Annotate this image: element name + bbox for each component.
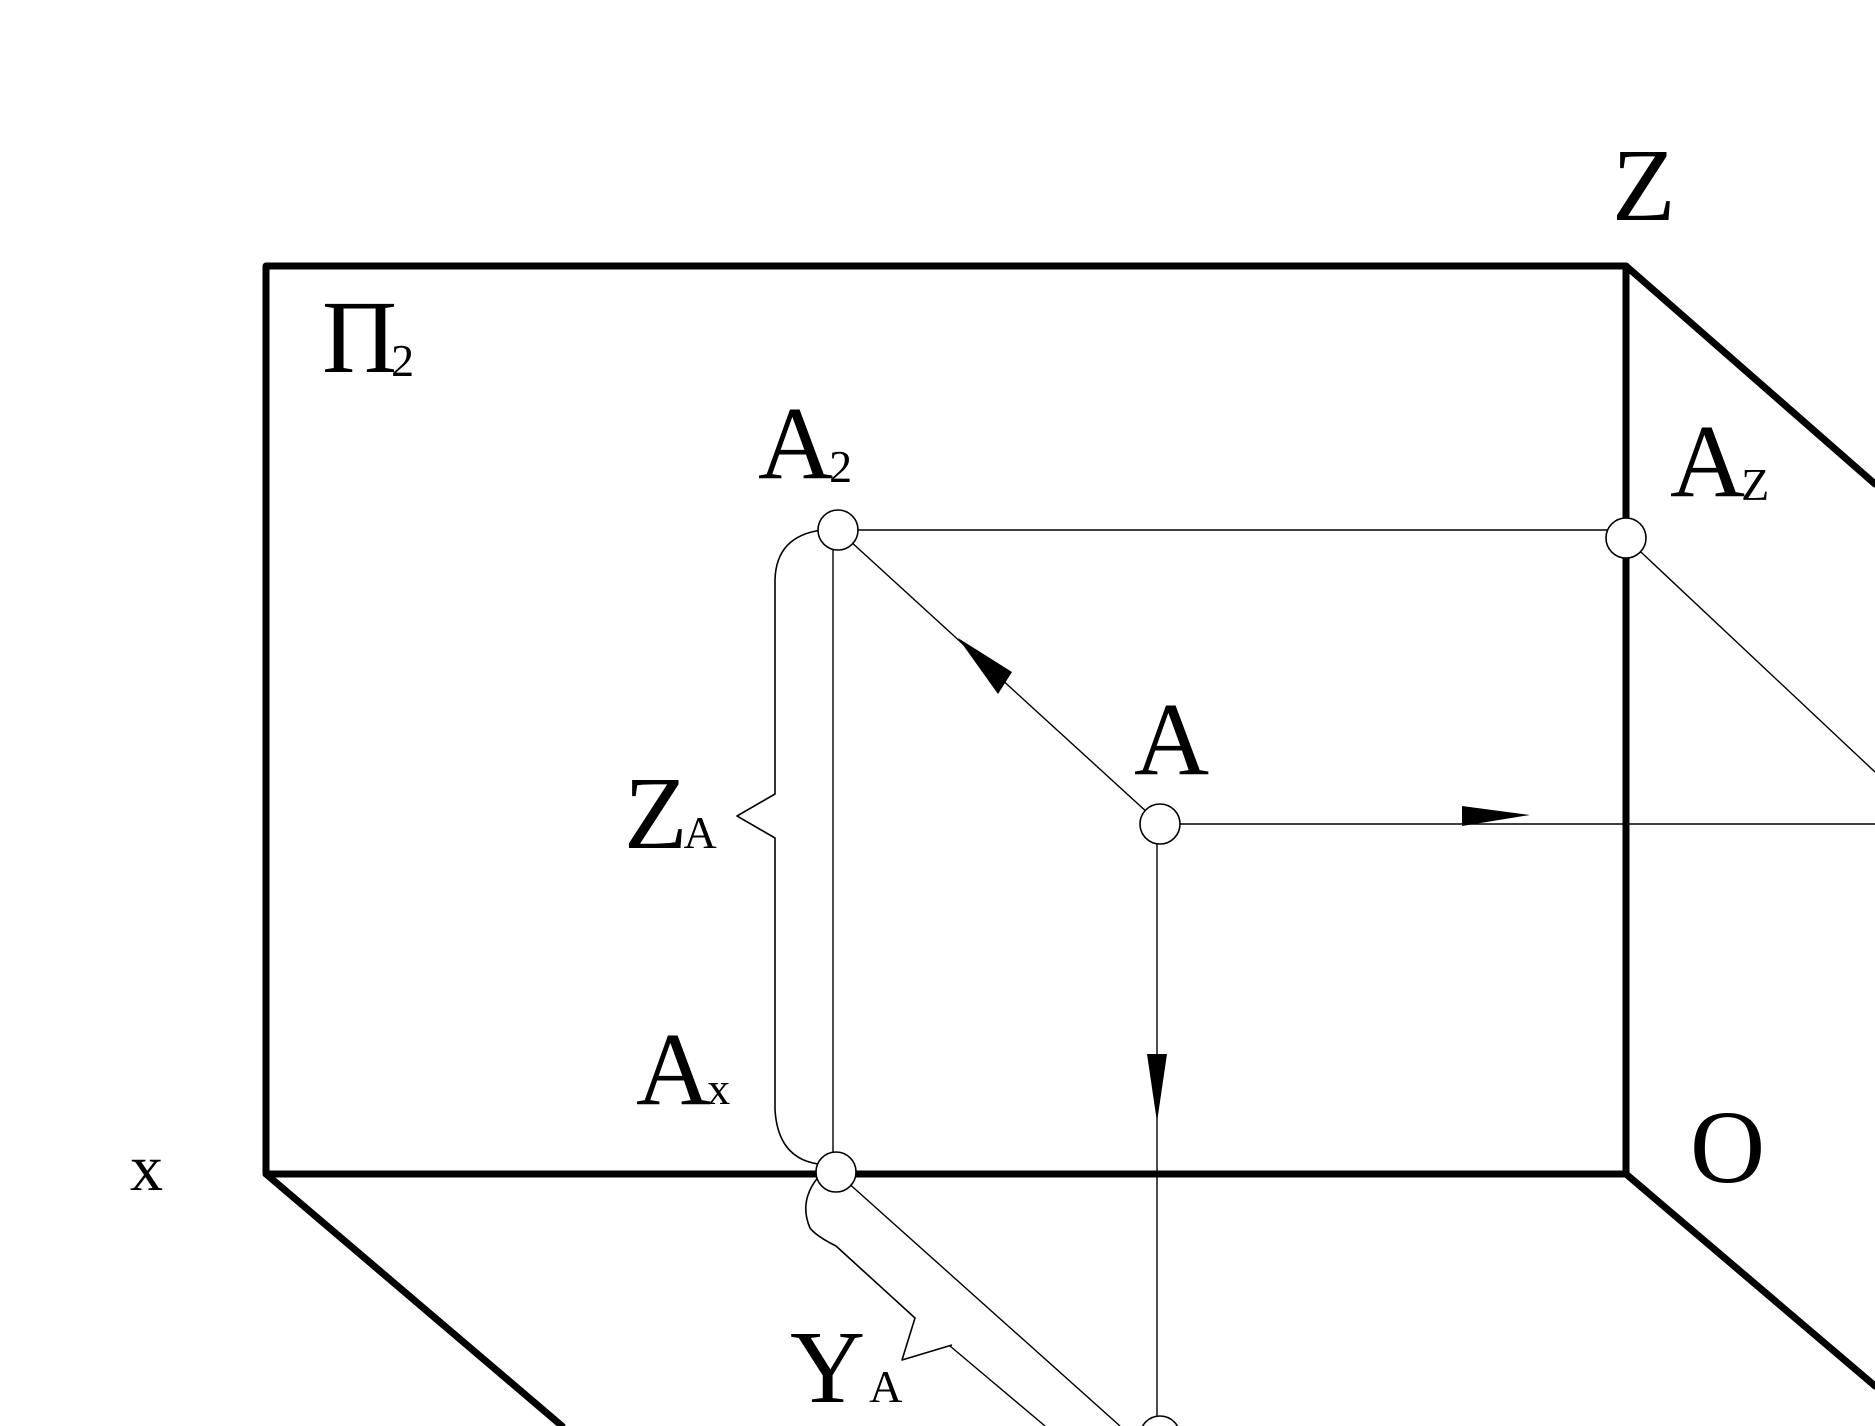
label-ax: Ax	[636, 1012, 730, 1127]
plane-p2-frame	[262, 262, 1630, 1178]
label-a: A	[1134, 682, 1209, 797]
point-a	[1139, 803, 1181, 845]
label-za: ZA	[624, 756, 717, 871]
label-x-axis: x	[130, 1132, 163, 1205]
ya-dimension-line	[949, 1345, 1046, 1426]
ya-brace	[804, 1174, 953, 1361]
arrowhead-toward-a2	[958, 638, 1012, 694]
bottom-left-receding-edge	[262, 1170, 566, 1426]
projection-line-az-receding	[1625, 537, 1875, 773]
point-a2	[817, 509, 859, 551]
label-plane-p2: Π2	[322, 280, 414, 395]
label-origin: O	[1690, 1090, 1765, 1205]
bottom-right-receding-edge	[1622, 1170, 1875, 1390]
za-brace	[736, 529, 823, 1165]
label-z-axis: Z	[1612, 128, 1676, 243]
label-ya: YA	[790, 1310, 902, 1425]
top-right-receding-edge	[1622, 262, 1875, 488]
projection-line-ax-receding	[835, 1171, 1121, 1426]
label-a2: A2	[758, 386, 852, 501]
arrowhead-toward-right	[1462, 806, 1530, 826]
point-az	[1605, 517, 1647, 559]
point-ax	[815, 1151, 857, 1193]
point-a1-partial	[1141, 1415, 1179, 1426]
label-az: AZ	[1670, 404, 1769, 519]
arrowhead-downward	[1147, 1054, 1167, 1122]
